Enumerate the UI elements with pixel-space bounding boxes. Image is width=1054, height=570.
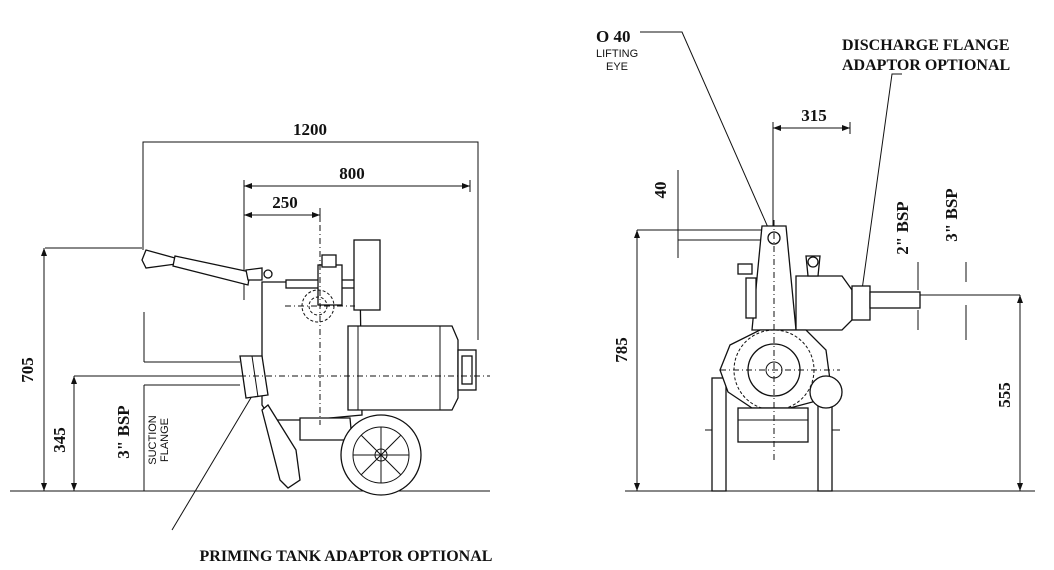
end-view: O 40 LIFTING EYE DISCHARGE FLANGE ADAPTO… (596, 27, 1035, 492)
lifting-eye-size: O 40 (596, 27, 630, 46)
suction-label-line2: FLANGE (159, 418, 171, 462)
dim-555-label: 555 (995, 382, 1014, 408)
dim-785-label: 785 (612, 337, 631, 363)
lifting-eye-label-line1: LIFTING (596, 48, 638, 60)
bsp-3-label: 3" BSP (942, 188, 961, 241)
dim-line-1200 (142, 141, 479, 340)
pump-end-body (705, 220, 921, 492)
dim-800-label: 800 (339, 164, 365, 183)
bsp-2-label: 2" BSP (893, 201, 912, 254)
lifting-eye-label-line2: EYE (606, 61, 628, 73)
dim-705-label: 705 (18, 357, 37, 383)
discharge-caption-line1: DISCHARGE FLANGE (842, 37, 1010, 54)
discharge-caption-line2: ADAPTOR OPTIONAL (842, 57, 1010, 74)
side-view: 1200 800 250 705 345 3" BSP SUCTION F (10, 120, 492, 565)
suction-label-line1: SUCTION (147, 415, 159, 465)
pump-side-body (141, 225, 490, 496)
dim-250-label: 250 (272, 193, 298, 212)
dim-345-label: 345 (50, 427, 69, 453)
discharge-leader (861, 73, 902, 291)
dim-315-label: 315 (801, 106, 827, 125)
lifting-eye-leader (640, 31, 771, 233)
suction-size-label: 3" BSP (114, 405, 133, 458)
priming-leader (171, 395, 253, 531)
priming-caption: PRIMING TANK ADAPTOR OPTIONAL (200, 548, 493, 565)
dim-1200-label: 1200 (293, 120, 327, 139)
dim-40-label: 40 (651, 182, 670, 199)
